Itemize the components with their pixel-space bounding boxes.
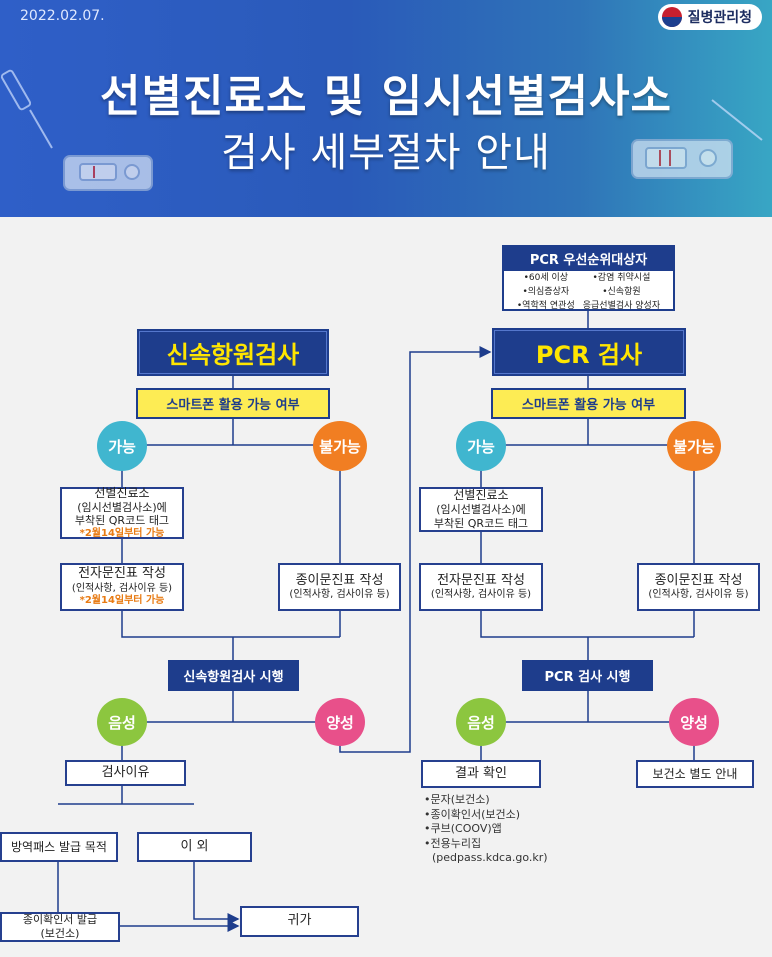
eform-label: 전자문진표 작성 [78,566,166,582]
test-kit-illustration-right [631,99,763,179]
priority-item: •신속항원 [602,286,641,297]
qr-line: 부착된 QR코드 태그 [433,517,529,530]
rapid-test-title: 신속항원검사 [137,329,329,376]
test-kit-illustration-left [0,69,153,191]
qr-date-note: *2월14일부터 가능 [79,528,165,539]
priority-item: •역학적 연관성 [516,300,575,311]
paper-form-label: 종이문진표 작성 [295,572,384,588]
rapid-test-run-box: 신속항원검사 시행 [168,660,299,691]
rapid-qr-tag-box: 선별진료소 (임시선별검사소)에 부착된 QR코드 태그 *2월14일부터 가능 [60,485,184,539]
eform-sub: (인적사항, 검사이유 등) [430,588,532,600]
pcr-test-title: PCR 검사 [492,328,686,376]
result-check-box: 결과 확인 [421,760,541,788]
rapid-eform-box: 전자문진표 작성 (인적사항, 검사이유 등) *2월14일부터 가능 [60,563,184,611]
pcr-smartphone-question: 스마트폰 활용 가능 여부 [491,388,686,419]
pcr-positive-node: 양성 [669,698,719,746]
rapid-smartphone-question: 스마트폰 활용 가능 여부 [136,388,330,419]
line-pcr-test-split [481,691,694,723]
result-methods-list: •문자(보건소) •종이확인서(보건소) •쿠브(COOV)앱 •전용누리집 (… [424,793,548,866]
paper-certificate-box: 종이확인서 발급 (보건소) [0,912,120,942]
pcr-qr-tag-box: 선별진료소 (임시선별검사소)에 부착된 QR코드 태그 [419,487,543,532]
pass-purpose-box: 방역패스 발급 목적 [0,832,118,862]
priority-item: •감염 취약시설 [592,272,651,283]
line-rapid-forms-merge [121,611,341,660]
rapid-paper-form-box: 종이문진표 작성 (인적사항, 검사이유 등) [278,563,401,611]
line-pcr-smartphone-split [481,419,694,446]
header-banner: 2022.02.07. 질병관리청 선별진료소 및 임시선별검사소 검사 세부절… [0,0,772,217]
paper-form-sub: (인적사항, 검사이유 등) [289,588,390,600]
priority-item: •60세 이상 [523,272,569,283]
pcr-possible-node: 가능 [456,421,506,471]
paper-form-label: 종이문진표 작성 [654,572,743,588]
certificate-line: 종이확인서 발급 [22,913,98,927]
rapid-impossible-node: 불가능 [313,421,367,471]
line-rapid-smartphone-split [122,419,340,446]
pcr-impossible-node: 불가능 [667,421,721,471]
qr-line: 선별진료소 [453,488,509,503]
eform-sub: (인적사항, 검사이유 등) [71,582,173,594]
eform-date-note: *2월14일부터 가능 [79,595,165,607]
priority-item: 응급선별검사 양성자 [582,300,661,311]
pcr-test-run-box: PCR 검사 시행 [522,660,653,691]
reason-box: 검사이유 [65,760,186,786]
agency-name: 질병관리청 [687,10,752,26]
other-purpose-box: 이 외 [137,832,252,862]
qr-line: 선별진료소 [94,485,150,500]
taegeuk-emblem-icon [661,7,682,27]
qr-line: 부착된 QR코드 태그 [74,514,170,528]
result-method-item: •쿠브(COOV)앱 [424,822,502,835]
pcr-eform-box: 전자문진표 작성 (인적사항, 검사이유 등) [419,563,543,611]
health-center-guide-box: 보건소 별도 안내 [636,760,754,788]
rapid-positive-node: 양성 [315,698,365,746]
paper-form-sub: (인적사항, 검사이유 등) [648,588,749,600]
line-rapid-positive-to-pcr [339,346,492,753]
go-home-box: 귀가 [240,906,359,937]
pcr-negative-node: 음성 [456,698,506,746]
eform-label: 전자문진표 작성 [437,572,525,588]
page-subtitle: 검사 세부절차 안내 [221,130,551,176]
result-method-item: •문자(보건소) [424,793,490,806]
rapid-possible-node: 가능 [97,421,147,471]
pcr-paper-form-box: 종이문진표 작성 (인적사항, 검사이유 등) [637,563,760,611]
result-method-item: •전용누리집 [424,836,482,850]
qr-line: (임시선별검사소)에 [436,503,526,517]
page-title: 선별진료소 및 임시선별검사소 [100,71,672,122]
certificate-line: (보건소) [40,927,80,940]
line-rapid-test-split [122,691,340,723]
result-method-item: •종이확인서(보건소) [424,807,521,821]
line-rapid-reason-split [58,786,194,805]
agency-logo: 질병관리청 [657,4,762,30]
line-rapid-other-to-home [193,862,240,925]
priority-item: •의심증상자 [522,286,570,297]
qr-line: (임시선별검사소)에 [77,500,167,514]
pcr-priority-title: PCR 우선순위대상자 [502,245,675,271]
date-label: 2022.02.07. [20,8,105,24]
line-pcr-forms-merge [480,611,695,660]
pcr-priority-list: •60세 이상 •감염 취약시설 •의심증상자 •신속항원 •역학적 연관성 응… [502,271,675,311]
rapid-negative-node: 음성 [97,698,147,746]
website-link-text: (pedpass.kdca.go.kr) [432,851,548,864]
